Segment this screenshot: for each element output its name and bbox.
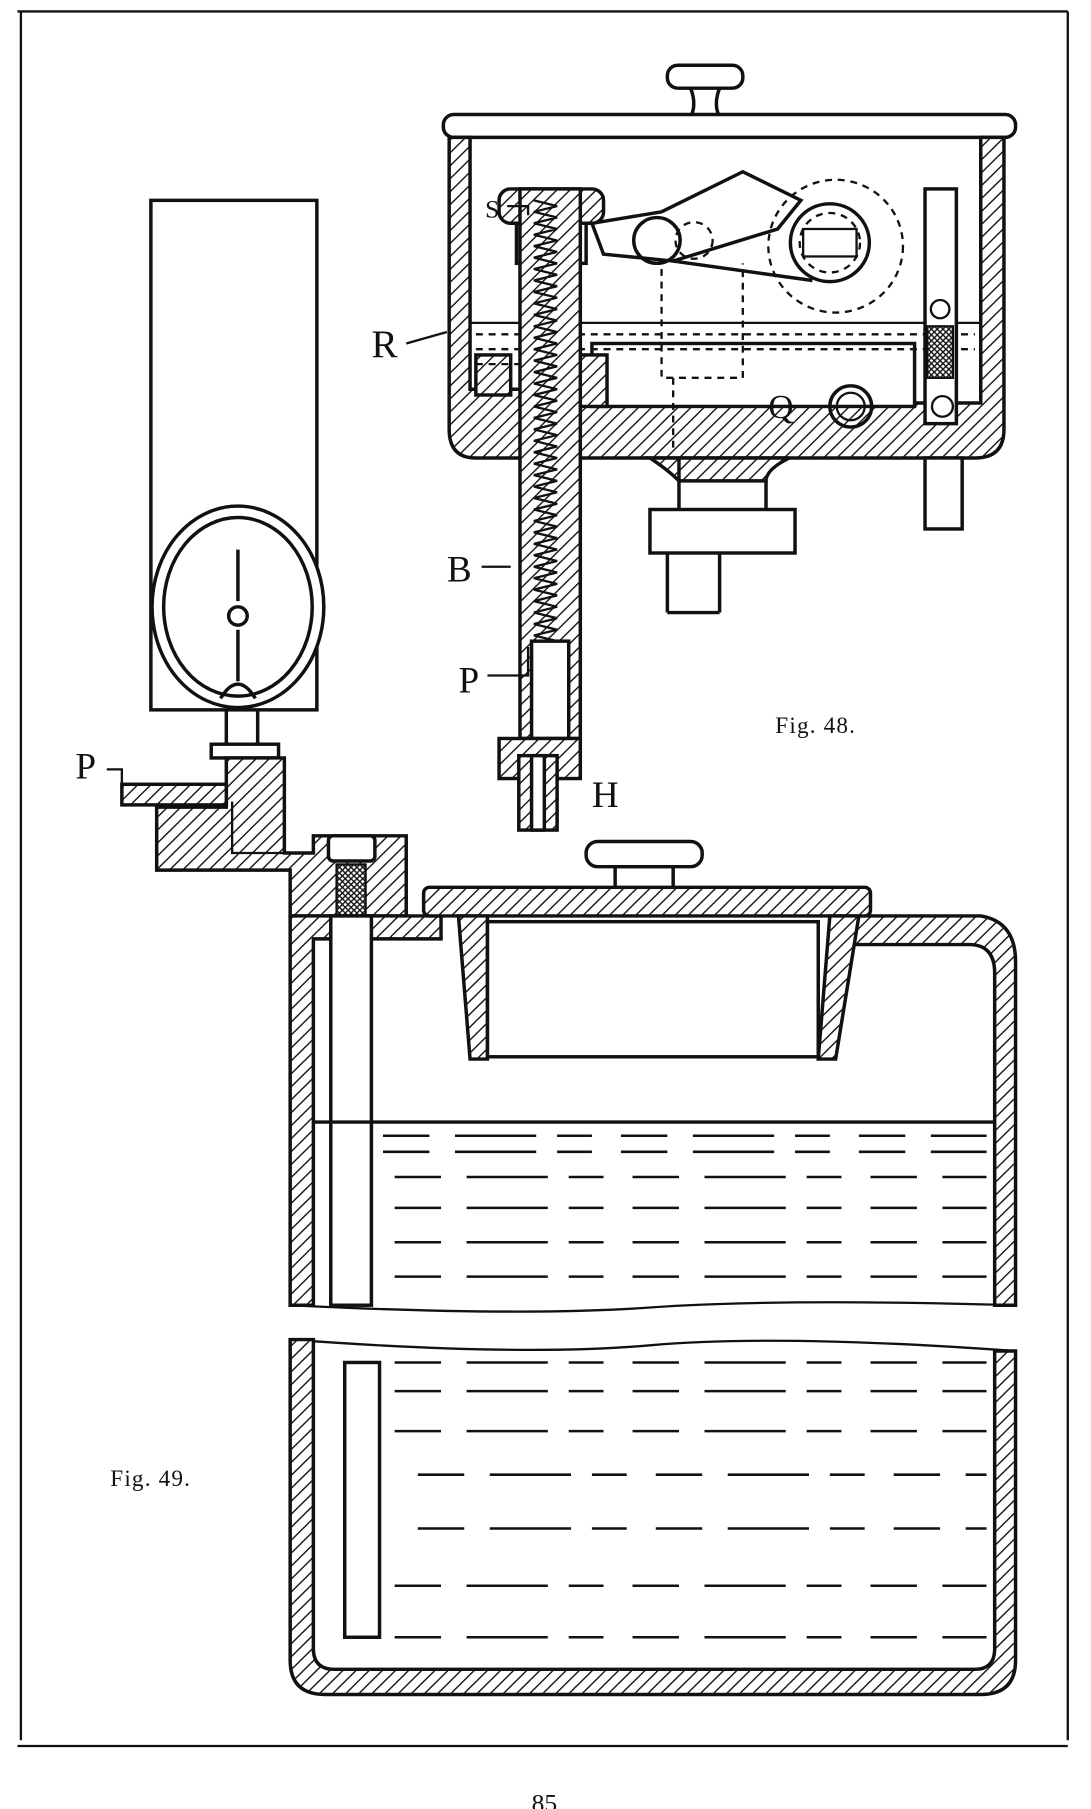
- label-s: S: [485, 196, 499, 224]
- label-b: B: [447, 549, 472, 590]
- spring: [533, 199, 558, 666]
- dip-tube: [329, 914, 374, 1307]
- sight-tube: [923, 187, 959, 426]
- gauge-needle: [219, 549, 257, 700]
- lid: [441, 112, 1018, 140]
- page-frame: [17, 10, 1069, 1748]
- outlet-clamp: [648, 507, 797, 555]
- inlet-pipe-p: [120, 782, 229, 807]
- page-number: 85: [532, 1789, 558, 1809]
- liquid-lines-lower: [394, 1361, 987, 1639]
- port-q: [828, 384, 874, 429]
- lever: [589, 169, 804, 263]
- figure-49-caption: Fig. 49.: [110, 1465, 191, 1491]
- break-line: [290, 1301, 1016, 1313]
- figure-48-lubricator: S R B P H Q Fig. 48.: [371, 63, 1018, 832]
- label-p: P: [458, 660, 479, 701]
- liquid-lines: [383, 1134, 987, 1278]
- filler-cap: [421, 885, 873, 918]
- label-p: P: [75, 746, 96, 787]
- filler-cup: [456, 914, 861, 1061]
- figure-48-caption: Fig. 48.: [775, 712, 856, 738]
- figure-49-tank: P Fig: [75, 198, 1018, 1697]
- label-h: H: [592, 774, 619, 815]
- lid-knob: [665, 63, 745, 90]
- tank-wall-lower: [288, 1337, 1018, 1697]
- label-q: Q: [768, 388, 793, 426]
- reservoir-wall: [447, 135, 1006, 460]
- dip-tube-lower: [342, 1360, 382, 1639]
- label-r: R: [371, 323, 398, 366]
- ratchet-wheel: [767, 178, 905, 314]
